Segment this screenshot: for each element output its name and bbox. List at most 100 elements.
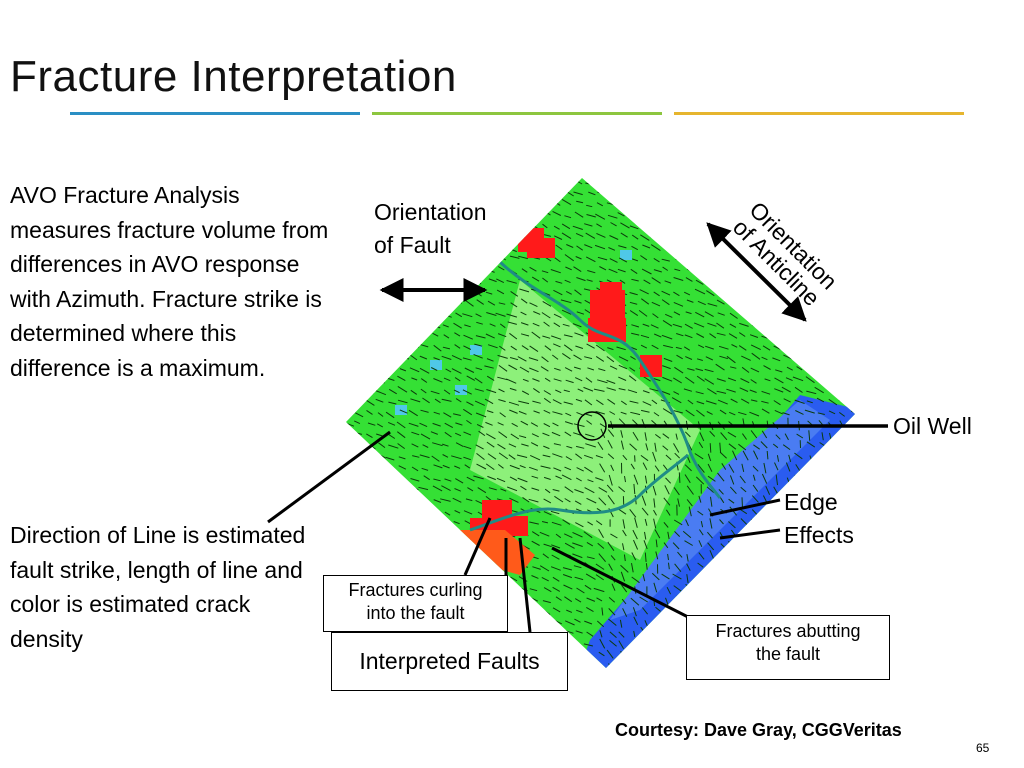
fracture-tick (599, 638, 606, 649)
fracture-tick (542, 553, 549, 559)
fracture-tick (653, 509, 657, 516)
fracture-tick (539, 531, 550, 537)
fracture-tick (606, 649, 614, 659)
fracture-tick (806, 464, 815, 471)
fracture-tick (488, 246, 495, 250)
fracture-tick (697, 510, 704, 516)
fracture-tick (620, 222, 630, 229)
fracture-tick (519, 214, 527, 219)
fracture-tick (346, 399, 354, 406)
fracture-tick (731, 289, 739, 295)
fracture-tick (432, 442, 443, 447)
fracture-tick (408, 496, 418, 502)
line-direction-text: Direction of Line is estimated fault str… (10, 522, 306, 652)
fracture-tick (695, 476, 705, 485)
fracture-tick (656, 618, 660, 628)
fracture-tick (641, 495, 647, 506)
fracture-tick (365, 179, 376, 184)
fracture-tick (627, 389, 638, 394)
fracture-tick (631, 332, 640, 336)
fracture-tick (675, 200, 683, 206)
fracture-tick (629, 400, 639, 404)
fracture-tick (584, 223, 593, 227)
fracture-tick (827, 215, 835, 219)
fracture-tick (666, 586, 672, 595)
fracture-tick (837, 302, 846, 307)
fracture-tick (542, 454, 551, 458)
fracture-tick (772, 585, 779, 596)
fracture-tick (518, 400, 530, 405)
fracture-tick (355, 466, 364, 470)
fracture-tick (544, 345, 552, 351)
fracture-tick (431, 455, 440, 462)
fracture-tick (672, 224, 681, 230)
fracture-tick (673, 519, 683, 526)
fracture-tick (366, 433, 373, 439)
fracture-tick (443, 303, 452, 307)
fracture-tick (698, 441, 704, 449)
interpreted-faults-box: Interpreted Faults (331, 632, 568, 691)
fracture-tick (389, 521, 398, 526)
fracture-tick (706, 411, 713, 415)
fracture-tick (584, 356, 593, 360)
fracture-tick (740, 486, 747, 493)
fracture-tick (721, 604, 723, 616)
fracture-tick (388, 267, 399, 271)
fracture-tick (420, 378, 428, 383)
fracture-tick (837, 553, 846, 563)
fracture-tick (420, 553, 428, 559)
fracture-tick (684, 334, 693, 339)
fracture-tick (346, 255, 352, 260)
fracture-tick (533, 410, 540, 414)
fracture-tick (420, 409, 429, 413)
interpreted-fault-branch (469, 453, 689, 532)
fracture-tick (849, 202, 855, 206)
fracture-tick (551, 521, 562, 526)
fracture-tick (377, 276, 387, 282)
fracture-tick (378, 554, 386, 558)
fracture-tick (530, 178, 538, 184)
fracture-tick (574, 598, 582, 603)
fracture-tick (600, 428, 606, 438)
fracture-tick (354, 365, 363, 370)
fracture-tick (487, 453, 497, 460)
fracture-tick (782, 179, 794, 184)
fracture-tick (618, 180, 625, 186)
fracture-tick (729, 323, 737, 328)
fracture-tick (420, 303, 428, 306)
fracture-tick (797, 598, 804, 605)
fracture-tick (751, 312, 761, 316)
fracture-tick (564, 486, 574, 493)
fracture-tick (698, 585, 704, 593)
fracture-tick (573, 643, 581, 649)
fracture-tick (397, 178, 407, 184)
fracture-tick (696, 256, 707, 260)
fracture-tick (849, 376, 855, 380)
fracture-tick (487, 475, 496, 481)
fracture-tick (543, 321, 550, 327)
fracture-tick (443, 412, 452, 418)
fracture-tick (495, 312, 506, 317)
fracture-tick (759, 299, 770, 305)
fracture-tick (377, 412, 384, 417)
fracture-tick (852, 551, 855, 559)
fracture-tick (377, 377, 385, 384)
fracture-tick (729, 366, 737, 369)
fracture-tick (498, 224, 509, 229)
fracture-tick (375, 563, 384, 569)
fracture-tick (368, 521, 375, 525)
fracture-tick (532, 378, 540, 382)
fracture-tick (399, 508, 409, 513)
fracture-tick (441, 485, 451, 492)
fracture-tick (717, 472, 725, 482)
fracture-tick (682, 245, 692, 250)
fracture-tick (565, 379, 574, 384)
fracture-tick (539, 190, 550, 197)
fracture-tick (346, 476, 352, 484)
fracture-tick (794, 188, 804, 195)
fracture-tick (728, 265, 739, 272)
fracture-tick (674, 563, 682, 573)
fracture-tick (575, 630, 583, 634)
fracture-tick (607, 214, 618, 219)
fracture-tick (640, 454, 649, 462)
